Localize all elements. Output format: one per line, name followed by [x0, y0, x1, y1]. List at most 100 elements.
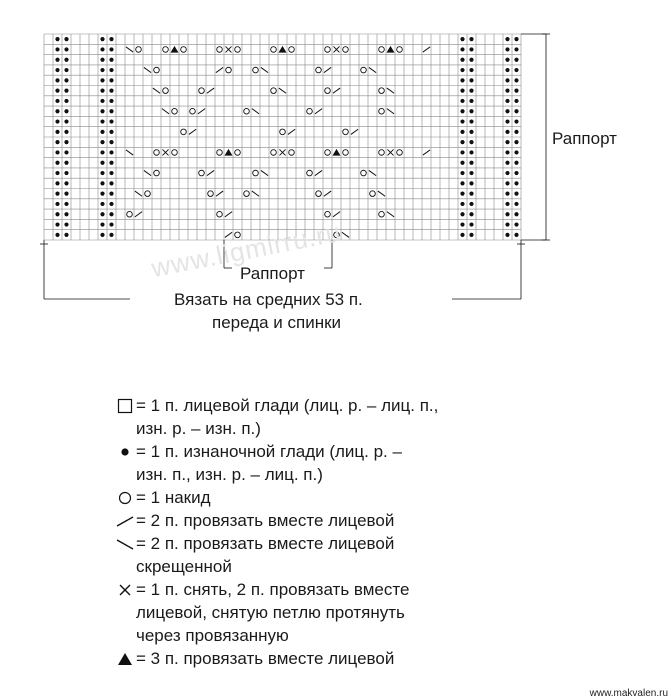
ssk: [161, 108, 170, 115]
ssk: [386, 87, 395, 94]
yarn-over: [144, 190, 151, 197]
purl-stitch: [460, 191, 465, 196]
purl-stitch: [505, 170, 510, 176]
purl-stitch: [505, 191, 510, 196]
purl-stitch: [514, 212, 519, 217]
purl-stitch: [514, 67, 519, 73]
k3tog: [224, 148, 233, 156]
purl-stitch: [460, 88, 465, 93]
yarn-over: [378, 210, 385, 218]
yarn-over: [153, 169, 160, 177]
yarn-over: [360, 66, 367, 74]
purl-stitch: [100, 160, 105, 165]
purl-stitch: [469, 150, 474, 155]
k2tog: [134, 211, 143, 218]
yarn-over: [252, 66, 259, 74]
yarn-over: [171, 149, 178, 156]
purl-stitch: [64, 201, 69, 207]
yarn-over: [378, 107, 385, 115]
slash-left-icon: [114, 532, 136, 555]
ssk: [377, 190, 386, 197]
purl-stitch: [469, 232, 474, 237]
legend-text: = 1 п. снять, 2 п. провязать вместе: [136, 580, 410, 599]
legend-text: = 2 п. провязать вместе лицевой: [136, 534, 395, 553]
yarn-over: [270, 149, 277, 156]
ssk: [278, 87, 287, 94]
purl-stitch: [505, 212, 510, 217]
purl-stitch: [514, 222, 519, 227]
purl-stitch: [505, 37, 510, 42]
purl-stitch: [100, 67, 105, 73]
yarn-over: [180, 128, 187, 136]
purl-stitch: [55, 47, 60, 52]
purl-stitch: [514, 181, 519, 186]
k3tog: [170, 45, 179, 53]
purl-stitch: [514, 88, 519, 93]
sk2p: [225, 46, 232, 53]
k2tog: [323, 67, 332, 74]
purl-stitch: [64, 222, 69, 227]
purl-stitch: [469, 57, 474, 62]
purl-stitch: [100, 88, 105, 93]
purl-stitch: [469, 78, 474, 83]
k3tog: [278, 45, 287, 53]
purl-stitch: [109, 201, 114, 207]
purl-stitch: [505, 129, 510, 134]
purl-stitch: [514, 191, 519, 196]
purl-stitch: [109, 140, 114, 145]
purl-stitch: [55, 222, 60, 227]
purl-stitch: [109, 232, 114, 237]
yarn-over: [342, 128, 349, 136]
purl-stitch: [100, 181, 105, 186]
sk2p: [333, 46, 340, 53]
purl-stitch: [469, 160, 474, 165]
yarn-over: [396, 46, 403, 53]
yarn-over: [198, 87, 205, 94]
purl-stitch: [514, 129, 519, 134]
purl-stitch: [505, 150, 510, 155]
purl-stitch: [469, 222, 474, 227]
purl-stitch: [55, 109, 60, 114]
square-icon: [114, 394, 136, 417]
k3tog: [332, 148, 341, 156]
purl-stitch: [64, 160, 69, 165]
purl-stitch: [109, 170, 114, 176]
legend-text: изн. р. – изн. п.): [136, 419, 261, 438]
k2tog: [332, 211, 341, 218]
purl-stitch: [460, 181, 465, 186]
ssk: [341, 231, 350, 238]
purl-stitch: [505, 88, 510, 93]
purl-stitch: [469, 170, 474, 176]
purl-stitch: [64, 119, 69, 124]
purl-stitch: [109, 88, 114, 93]
knitting-chart-grid: [40, 33, 550, 300]
k2tog: [323, 190, 332, 197]
ssk: [125, 149, 134, 156]
ssk: [260, 170, 269, 177]
purl-stitch: [55, 140, 60, 145]
purl-stitch: [469, 212, 474, 217]
purl-stitch: [460, 222, 465, 227]
purl-stitch: [514, 47, 519, 52]
purl-stitch: [64, 129, 69, 134]
yarn-over: [153, 149, 160, 156]
yarn-over: [306, 169, 313, 177]
yarn-over: [153, 66, 160, 74]
yarn-over: [216, 149, 223, 156]
yarn-over: [279, 128, 286, 136]
purl-stitch: [469, 98, 474, 104]
purl-stitch: [64, 212, 69, 217]
purl-stitch: [469, 191, 474, 196]
legend-text: через провязанную: [136, 626, 289, 645]
yarn-over: [162, 87, 169, 94]
yarn-over: [234, 149, 241, 156]
yarn-over: [288, 149, 295, 156]
purl-stitch: [469, 129, 474, 134]
yarn-over: [324, 46, 331, 53]
purl-stitch: [109, 160, 114, 165]
ssk: [260, 67, 269, 74]
purl-stitch: [100, 98, 105, 104]
purl-stitch: [469, 37, 474, 42]
purl-stitch: [514, 160, 519, 165]
purl-stitch: [64, 98, 69, 104]
